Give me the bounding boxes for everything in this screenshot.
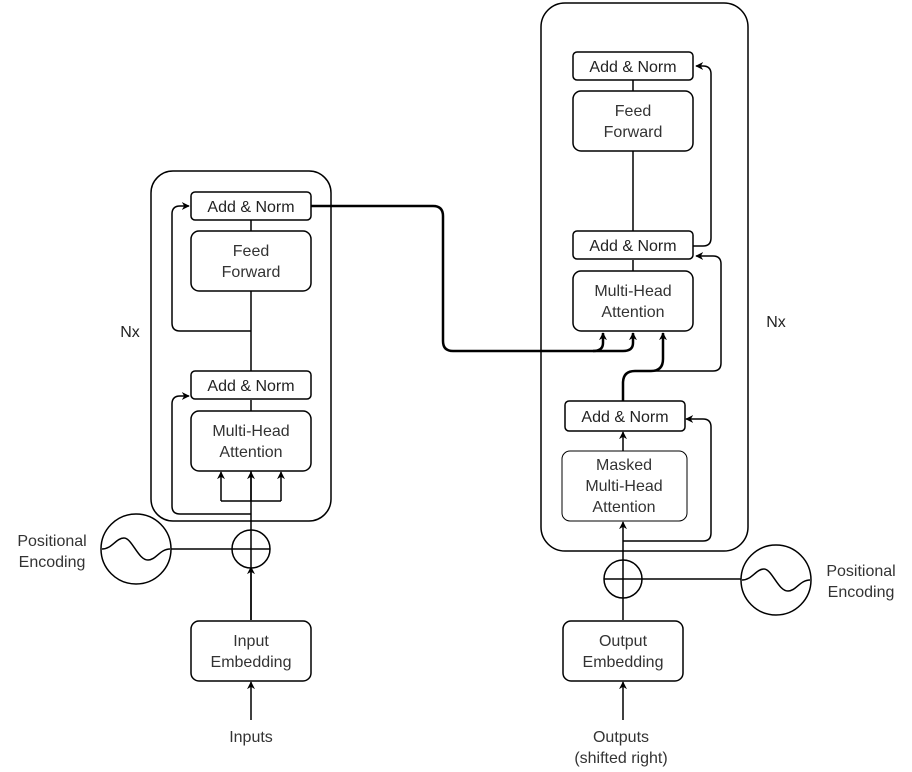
encoder-repeat-label: Nx (120, 324, 140, 341)
decoder-output-embedding (562, 620, 684, 682)
decoder-masked-label-2: Multi-Head (585, 478, 662, 495)
decoder-cross-attention-label-2: Attention (601, 304, 664, 321)
decoder-feed-forward (572, 90, 694, 152)
decoder-add-norm-mid (572, 230, 694, 260)
outputs-label-2: (shifted right) (574, 750, 667, 767)
encoder-input-embedding (190, 620, 312, 682)
outputs-label-1: Outputs (593, 729, 649, 746)
decoder-cross-attention (572, 270, 694, 332)
encoder-attention-label-1: Multi-Head (212, 423, 289, 440)
decoder-residual-1 (623, 415, 712, 542)
decoder-masked-label-1: Masked (596, 457, 652, 474)
encoder-embedding-label-1: Input (233, 633, 269, 650)
decoder-masked-attention (561, 450, 688, 522)
decoder-feed-forward-label-1: Feed (615, 103, 651, 120)
encoder-to-decoder-wire (311, 204, 607, 353)
decoder-add-norm-low-label: Add & Norm (581, 409, 668, 426)
decoder-cross-attention-label-1: Multi-Head (594, 283, 671, 300)
encoder-embedding-label-2: Embedding (211, 654, 292, 671)
encoder-to-decoder-wire-2 (593, 332, 637, 353)
encoder-add-norm-top-label: Add & Norm (207, 199, 294, 216)
encoder-attention-label-2: Attention (219, 444, 282, 461)
encoder-sine-wave (101, 537, 171, 561)
encoder-positional-label-1: Positional (17, 533, 86, 550)
decoder-add-norm-mid-label: Add & Norm (589, 238, 676, 255)
decoder-add-norm-top (572, 51, 694, 81)
decoder-positional-label-1: Positional (826, 563, 895, 580)
decoder-add-norm-low (564, 400, 686, 432)
decoder-sine-wave (741, 568, 811, 592)
encoder-feed-forward (190, 230, 312, 292)
decoder-masked-label-3: Attention (592, 499, 655, 516)
decoder-embedding-label-2: Embedding (583, 654, 664, 671)
decoder-wire-addnorm-to-cross (621, 332, 667, 402)
decoder-stack (540, 2, 749, 552)
encoder-stack (150, 170, 332, 522)
encoder-feed-forward-label-1: Feed (233, 243, 269, 260)
decoder-residual-2 (622, 252, 722, 384)
decoder-embedding-label-1: Output (599, 633, 648, 650)
encoder-add-norm-bottom (190, 370, 312, 400)
encoder-multi-head-attention (190, 410, 312, 472)
encoder-residual-2 (171, 202, 251, 332)
encoder-feed-forward-label-2: Forward (222, 264, 281, 281)
decoder-repeat-label: Nx (766, 314, 786, 331)
decoder-feed-forward-label-2: Forward (604, 124, 663, 141)
inputs-label: Inputs (229, 729, 273, 746)
encoder-add-norm-bottom-label: Add & Norm (207, 378, 294, 395)
decoder-positional-label-2: Encoding (828, 584, 895, 601)
decoder-residual-3 (693, 62, 712, 247)
encoder-residual-1 (171, 392, 251, 515)
decoder-add-norm-top-label: Add & Norm (589, 59, 676, 76)
encoder-positional-label-2: Encoding (19, 554, 86, 571)
